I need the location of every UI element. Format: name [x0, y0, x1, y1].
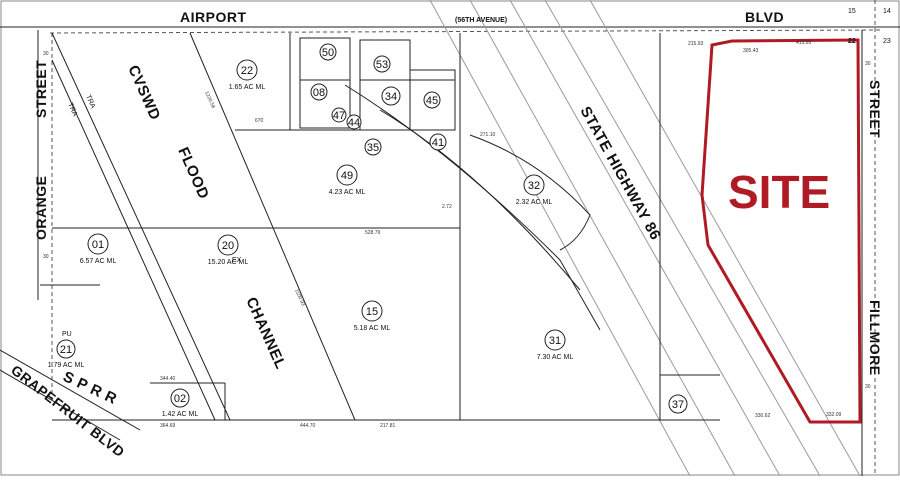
ex-label: EX	[232, 257, 242, 264]
fillmore-street-label-b: FILLMORE	[867, 300, 883, 376]
dim-7: 217.81	[380, 423, 396, 429]
parcel-37-number: 37	[672, 399, 684, 411]
dim-11: 271.10	[480, 132, 496, 138]
parcel-08-number: 08	[313, 87, 325, 99]
ramp-line-2	[379, 109, 581, 291]
parcel-21-marker	[56, 339, 76, 359]
parcel-20-marker	[217, 234, 239, 256]
parcel-02-acres: 1.42 AC ML	[162, 411, 199, 418]
dim-10: 528.79	[365, 230, 381, 236]
highway-line-3	[509, 0, 781, 477]
dim-12: 670	[255, 118, 264, 124]
site-boundary	[700, 38, 862, 424]
parcel-20-number: 20	[222, 240, 234, 252]
parcel-22-marker	[236, 59, 258, 81]
sprr-line-2	[0, 369, 121, 441]
channel-east-edge	[189, 32, 356, 421]
parcel-15-acres: 5.18 AC ML	[354, 325, 391, 332]
channel-west-edge	[51, 32, 231, 421]
section-22: 22	[848, 38, 856, 45]
parcel-35-marker	[364, 138, 382, 156]
dim-5: 330.62	[755, 413, 771, 419]
orange-street-label-b: STREET	[33, 60, 49, 118]
parcel-37-marker	[668, 394, 688, 414]
parcel-32-marker	[523, 174, 545, 196]
section-14: 14	[883, 8, 891, 15]
parcel-53-number: 53	[376, 59, 388, 71]
parcel-20-acres: 15.20 AC ML	[208, 259, 249, 266]
dim-16: 30	[43, 51, 49, 57]
parcel-block-c	[409, 69, 456, 131]
highway-line-5	[589, 0, 861, 477]
parcel-44-marker	[346, 114, 362, 130]
airport-label: AIRPORT	[180, 9, 247, 25]
site-label: SITE	[728, 166, 830, 218]
orange-street-label-a: ORANGE	[33, 176, 49, 240]
sprr-line-1	[0, 349, 141, 431]
parcel-21-number: 21	[60, 344, 72, 356]
parcel-01-acres: 6.57 AC ML	[80, 258, 117, 265]
dim-8: 364.69	[160, 423, 176, 429]
dim-19: 30	[865, 384, 871, 390]
parcel-44-number: 44	[348, 117, 360, 129]
parcel-50-number: 50	[322, 47, 334, 59]
parcel-block-a	[299, 37, 351, 129]
parcel-47-number: 47	[333, 110, 345, 122]
parcel-08-marker	[310, 83, 328, 101]
ramp-loop	[469, 134, 591, 251]
parcel-01-marker	[87, 233, 109, 255]
parcel-34-number: 34	[385, 91, 397, 103]
dim-15: 2.72	[442, 204, 452, 210]
dim-3: 305.43	[743, 48, 759, 54]
parcel-50-marker	[319, 43, 337, 61]
parcel-47-marker	[331, 107, 347, 123]
parcel-34-marker	[381, 86, 401, 106]
fillmore-street-label-a: STREET	[867, 80, 883, 138]
parcel-15-marker	[361, 300, 383, 322]
highway-line-2	[469, 0, 736, 477]
section-23: 23	[883, 38, 891, 45]
parcel-32-acres: 2.32 AC ML	[516, 199, 553, 206]
dim-9: 344.40	[160, 376, 176, 382]
parcel-21-acres: 1.79 AC ML	[48, 362, 85, 369]
tra-line	[51, 59, 216, 421]
section-15: 15	[848, 8, 856, 15]
parcel-35-number: 35	[367, 142, 379, 154]
dim-6: 444.70	[300, 423, 316, 429]
parcel-31-number: 31	[549, 335, 561, 347]
parcel-31-acres: 7.30 AC ML	[537, 354, 574, 361]
parcel-45-marker	[423, 91, 441, 109]
dim-18: 30	[865, 61, 871, 67]
parcel-02-marker	[170, 388, 190, 408]
dim-17: 30	[43, 254, 49, 260]
parcel-45-number: 45	[426, 95, 438, 107]
parcel-41-marker	[429, 133, 447, 151]
parcel-01-number: 01	[92, 239, 104, 251]
avenue-56-label: (56TH AVENUE)	[455, 17, 507, 24]
dim-2: 413.95	[796, 40, 812, 46]
parcel-49-number: 49	[341, 170, 353, 182]
parcel-15-number: 15	[366, 306, 378, 318]
blvd-label: BLVD	[745, 9, 784, 25]
parcel-49-acres: 4.23 AC ML	[329, 189, 366, 196]
pu-label: PU	[62, 331, 72, 338]
parcel-49-marker	[336, 164, 358, 186]
parcel-02-number: 02	[174, 393, 186, 405]
parcel-22-number: 22	[241, 65, 253, 77]
parcel-31-marker	[544, 329, 566, 351]
airport-blvd-row-bottom	[49, 29, 881, 34]
dim-1: 215.93	[688, 41, 704, 47]
ramp-line-1	[344, 84, 601, 331]
dim-4: 332.09	[826, 412, 842, 418]
parcel-41-number: 41	[432, 137, 444, 149]
parcel-32-number: 32	[528, 180, 540, 192]
highway-line-1	[429, 0, 691, 477]
parcel-22-acres: 1.65 AC ML	[229, 84, 266, 91]
parcel-53-marker	[373, 55, 391, 73]
highway-line-4	[544, 0, 821, 477]
